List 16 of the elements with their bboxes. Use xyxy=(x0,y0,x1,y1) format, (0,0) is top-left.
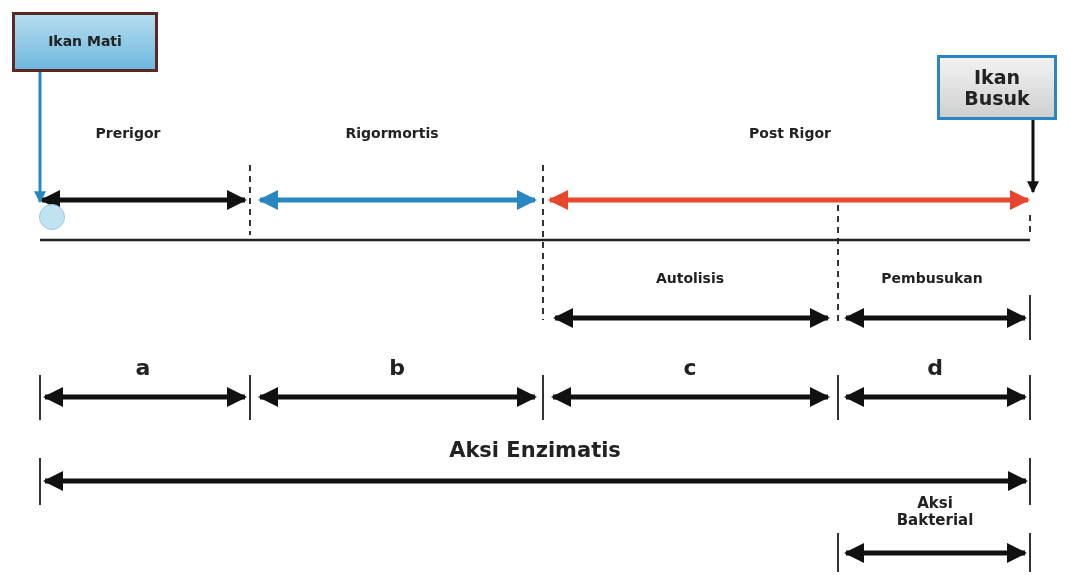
period-label: Aksi Bakterial xyxy=(895,495,975,530)
period-letter: a xyxy=(135,355,151,380)
phase-label: Pembusukan xyxy=(881,270,983,286)
arrow xyxy=(1027,120,1039,194)
arrow xyxy=(34,72,46,204)
marker-circle xyxy=(39,204,65,230)
phase-label: Prerigor xyxy=(95,125,161,141)
label-box: Ikan Busuk xyxy=(937,55,1057,120)
phase-label: Post Rigor xyxy=(749,125,831,141)
period-label: Aksi Enzimatis xyxy=(449,438,621,462)
label-box: Ikan Mati xyxy=(12,12,158,72)
phase-label: Rigormortis xyxy=(345,125,439,141)
phase-label: Autolisis xyxy=(655,270,725,286)
period-letter: d xyxy=(927,355,943,380)
period-letter: b xyxy=(389,355,405,380)
period-letter: c xyxy=(683,355,697,380)
